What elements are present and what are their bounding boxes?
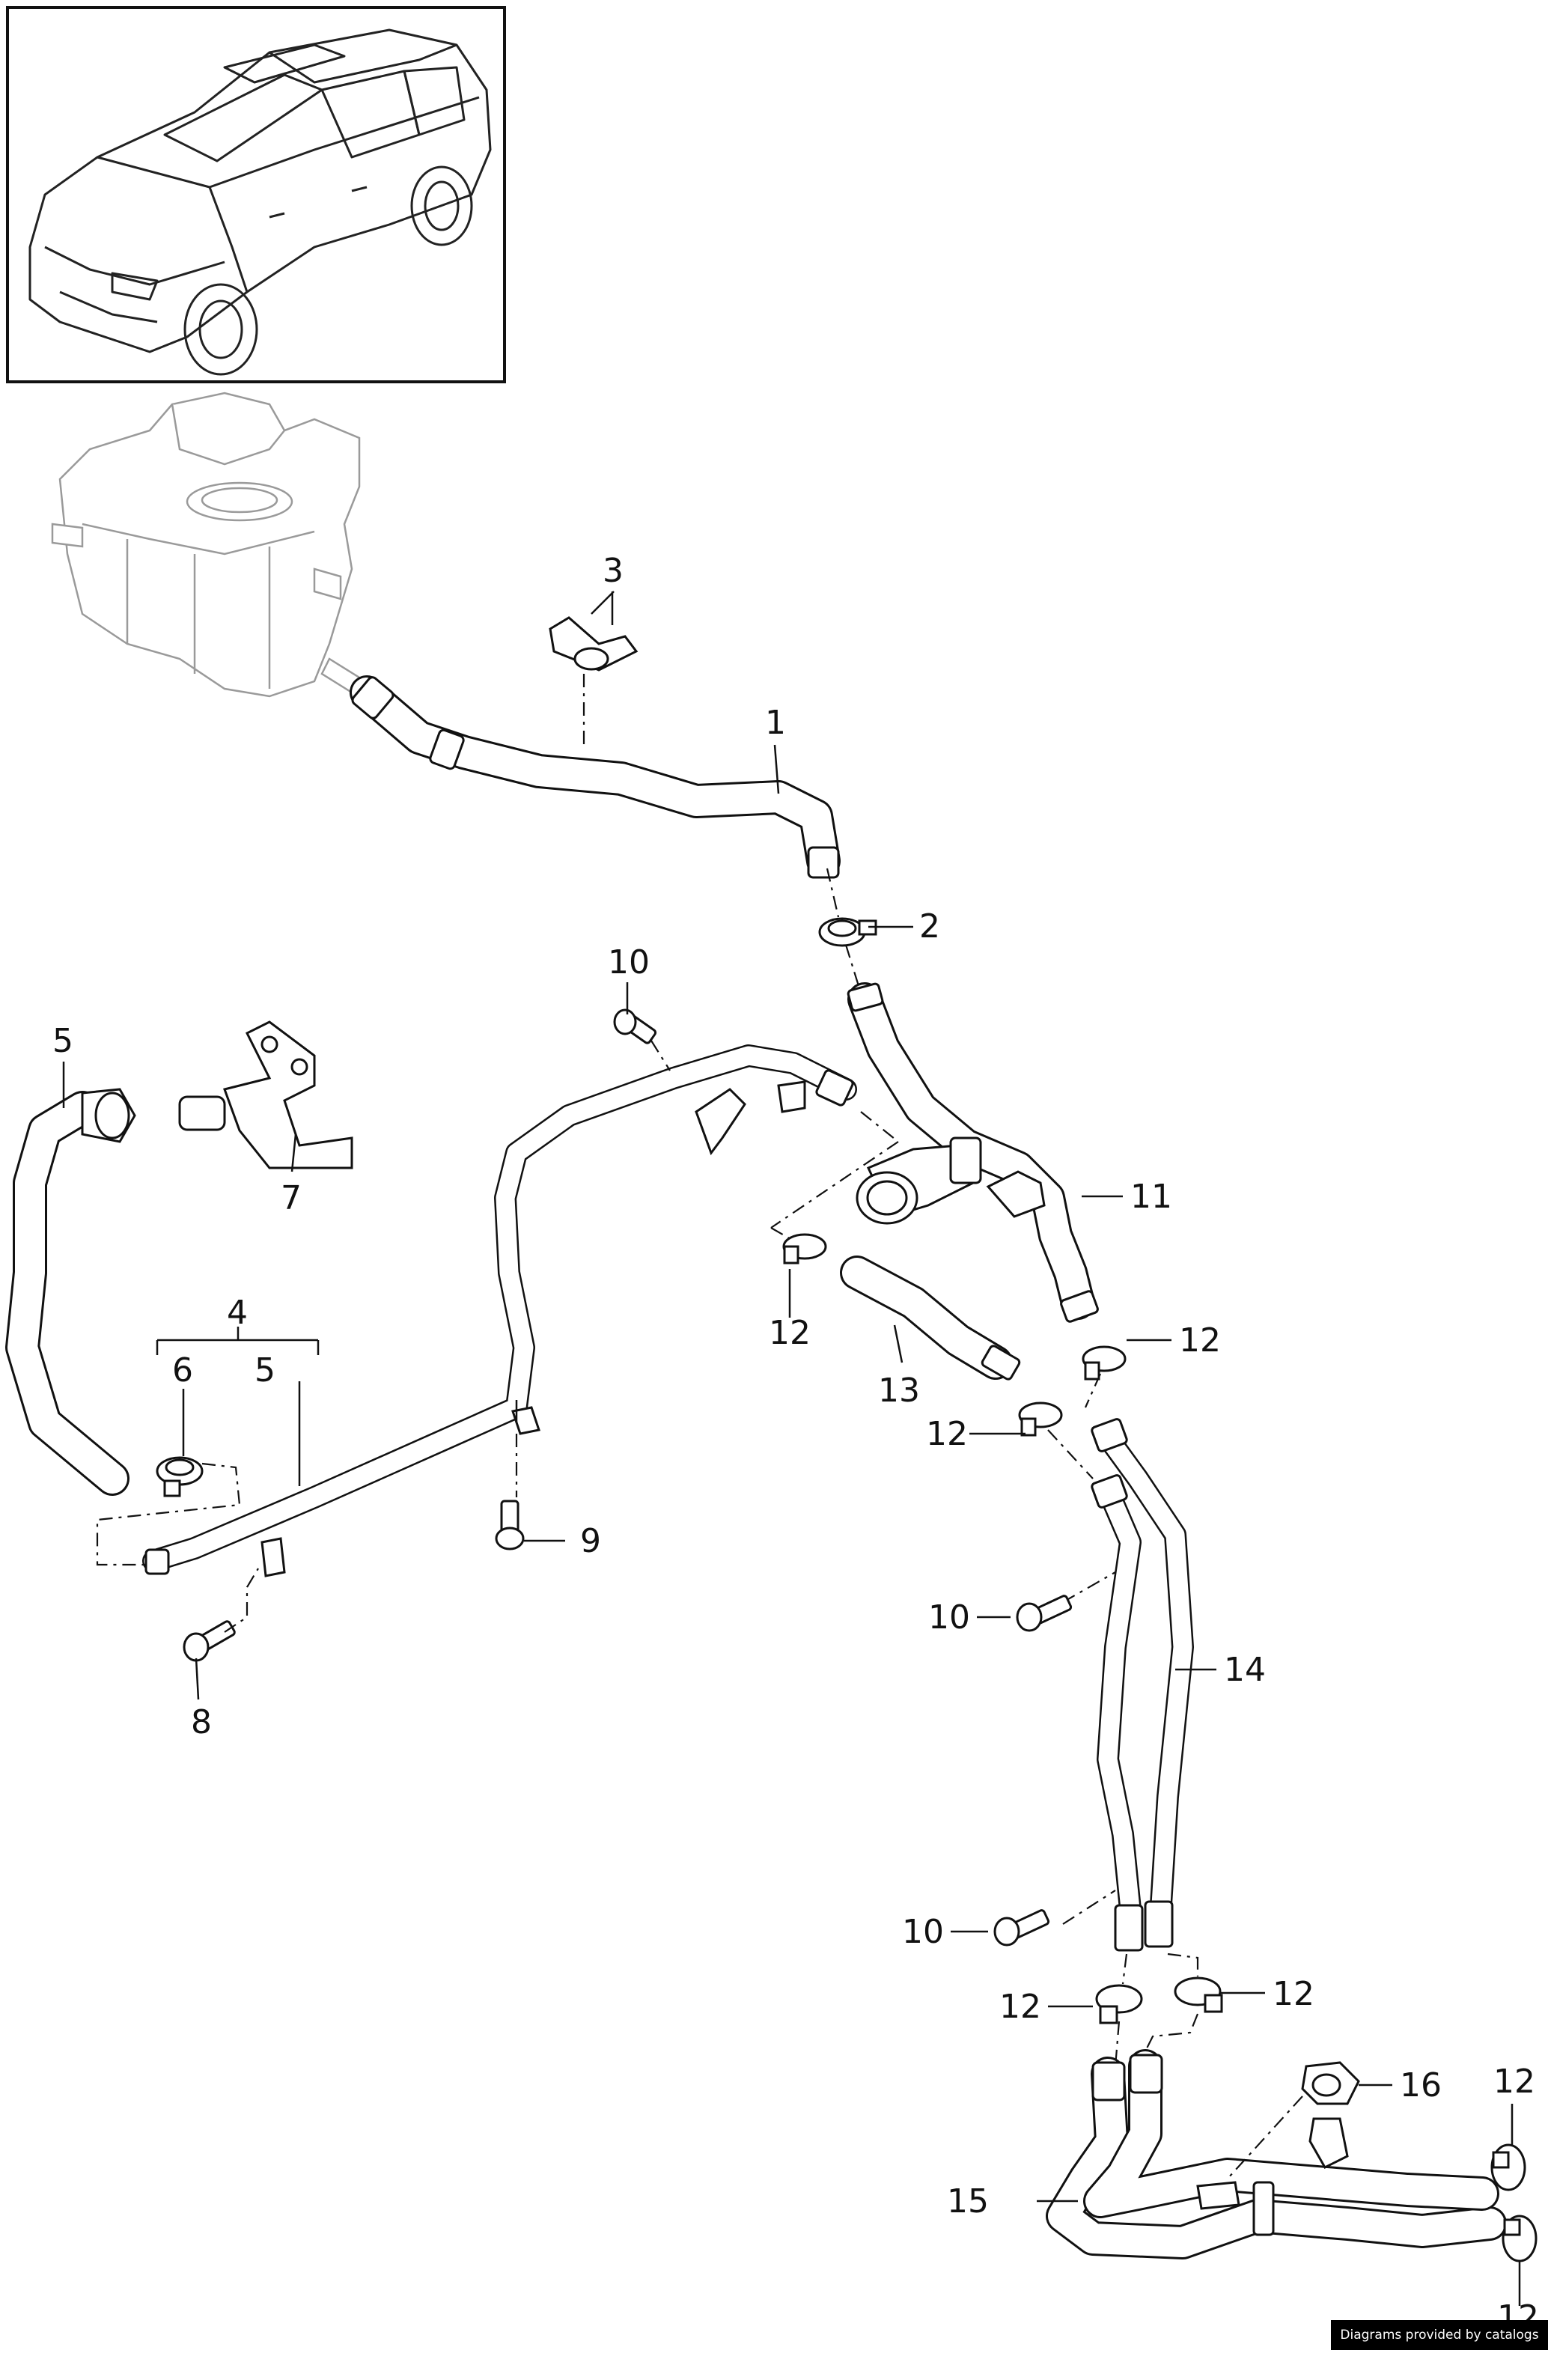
callout-10b: 10: [928, 1598, 970, 1637]
thermostat-housing-7: [178, 1020, 353, 1169]
coolant-hose-13: [840, 1256, 1021, 1381]
callout-12b: 12: [1179, 1321, 1221, 1360]
clamp-12a: [782, 1233, 827, 1264]
callout-12a: 12: [769, 1314, 811, 1352]
vehicle-inset: [6, 6, 506, 383]
callout-12f: 12: [1493, 2063, 1535, 2101]
clamp-12e: [1174, 1976, 1223, 2013]
clamp-16: [1301, 2061, 1360, 2169]
bolt-10a: [613, 1008, 657, 1044]
clamp-6: [156, 1456, 204, 1497]
callout-12e: 12: [1273, 1975, 1314, 2013]
bolt-10b: [1016, 1595, 1073, 1632]
callout-3: 3: [603, 552, 624, 590]
bolt-10c: [993, 1909, 1050, 1947]
coolant-hose-1: [350, 675, 841, 879]
callout-12d: 12: [999, 1988, 1041, 2026]
callout-1: 1: [765, 704, 786, 742]
callout-6: 6: [172, 1351, 193, 1390]
coolant-hose-5-left: [5, 1088, 136, 1496]
callout-labels: 3 1 2 10 5 11 7 12 12 4 6 5 13 12 9 10 1…: [52, 552, 1539, 2337]
callout-10c: 10: [902, 1913, 944, 1951]
clamp-12g: [1502, 2215, 1538, 2262]
callout-13: 13: [878, 1372, 920, 1410]
bolt-9: [495, 1500, 525, 1550]
callout-15: 15: [947, 2182, 989, 2221]
clamp-12d: [1095, 1984, 1143, 2024]
watermark-banner: Diagrams provided by catalogs parts: [1331, 2320, 1548, 2373]
callout-5b: 5: [255, 1351, 275, 1390]
clamp-12f: [1490, 2143, 1526, 2191]
suv-illustration: [28, 28, 492, 376]
coolant-expansion-tank: [51, 392, 361, 698]
callout-14: 14: [1224, 1651, 1266, 1689]
callout-11: 11: [1130, 1178, 1172, 1216]
callout-12c: 12: [926, 1415, 968, 1453]
clamp-12c: [1018, 1401, 1063, 1437]
callout-5a: 5: [52, 1022, 73, 1060]
leader-lines: [62, 591, 1521, 2306]
clamp-2: [818, 917, 877, 947]
coolant-hose-11: [847, 982, 1099, 1323]
callout-9: 9: [580, 1522, 601, 1560]
callout-8: 8: [191, 1703, 212, 1741]
coolant-pipe-5: [142, 1044, 857, 1577]
coolant-hose-15: [1046, 2049, 1507, 2259]
callout-4: 4: [227, 1294, 248, 1332]
callout-2: 2: [919, 907, 940, 946]
callout-7: 7: [281, 1179, 302, 1217]
coolant-pipe-14: [1091, 1418, 1194, 1952]
clamp-3: [549, 591, 639, 672]
bolt-8: [183, 1620, 236, 1662]
clamp-12b: [1082, 1345, 1127, 1381]
callout-10a: 10: [608, 943, 650, 981]
callout-16: 16: [1400, 2066, 1442, 2104]
